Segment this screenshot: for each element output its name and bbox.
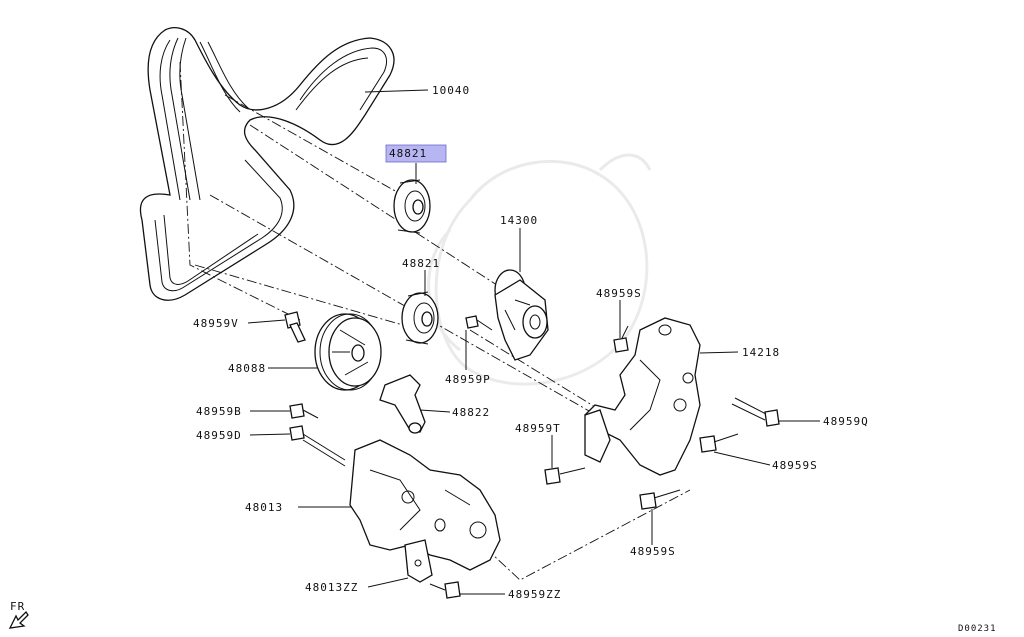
label-48822[interactable]: 48822 [452, 406, 490, 419]
label-10040[interactable]: 10040 [432, 84, 470, 97]
main-bracket-48013[interactable] [349, 439, 501, 571]
label-48013zz[interactable]: 48013ZZ [305, 581, 358, 594]
bolt-48959s-bottom[interactable] [639, 489, 681, 510]
bolt-48959zz[interactable] [429, 581, 461, 599]
bolt-48959s-top[interactable] [613, 325, 629, 353]
selected-part-highlight [385, 144, 447, 163]
label-48821-lower[interactable]: 48821 [402, 257, 440, 270]
label-48959zz[interactable]: 48959ZZ [508, 588, 561, 601]
bolt-48959t[interactable] [544, 467, 586, 485]
bolt-48959q[interactable] [731, 397, 780, 427]
label-48959d[interactable]: 48959D [196, 429, 242, 442]
leader-lines [247, 89, 820, 595]
bolt-48959p[interactable] [465, 315, 493, 331]
label-48959s-top[interactable]: 48959S [596, 287, 642, 300]
bracket-14218[interactable] [584, 317, 701, 476]
bolt-48959d[interactable] [289, 425, 346, 467]
crank-pulley-48088[interactable] [314, 313, 382, 391]
idler-pulley-upper[interactable] [393, 179, 431, 234]
label-48959p[interactable]: 48959P [445, 373, 491, 386]
part-labels: 10040 48821 14300 48821 48959V 48959S 14… [193, 84, 869, 601]
label-14218[interactable]: 14218 [742, 346, 780, 359]
idler-pulley-lower[interactable] [401, 291, 439, 345]
label-48013[interactable]: 48013 [245, 501, 283, 514]
label-48959s-mid[interactable]: 48959S [772, 459, 818, 472]
label-48959s-bottom[interactable]: 48959S [630, 545, 676, 558]
label-48959t[interactable]: 48959T [515, 422, 561, 435]
label-48088[interactable]: 48088 [228, 362, 266, 375]
watermark-emblem [427, 153, 652, 386]
front-marker: FR [8, 600, 29, 629]
bolt-48959v[interactable] [284, 311, 306, 343]
stay-48013zz[interactable] [404, 539, 433, 583]
label-48821-upper[interactable]: 48821 [389, 147, 427, 160]
bolt-48959s-mid[interactable] [699, 433, 739, 453]
drive-belt-10040[interactable] [139, 27, 395, 301]
front-arrow-icon [8, 610, 29, 629]
label-14300[interactable]: 14300 [500, 214, 538, 227]
spacer-bracket-48822[interactable] [379, 374, 426, 434]
front-label: FR [10, 600, 25, 613]
label-48959q[interactable]: 48959Q [823, 415, 869, 428]
diagram-code: D00231 [958, 624, 997, 634]
label-48959v[interactable]: 48959V [193, 317, 239, 330]
bolt-48959b[interactable] [289, 403, 319, 419]
label-48959b[interactable]: 48959B [196, 405, 242, 418]
tensioner-14300[interactable] [494, 269, 549, 361]
